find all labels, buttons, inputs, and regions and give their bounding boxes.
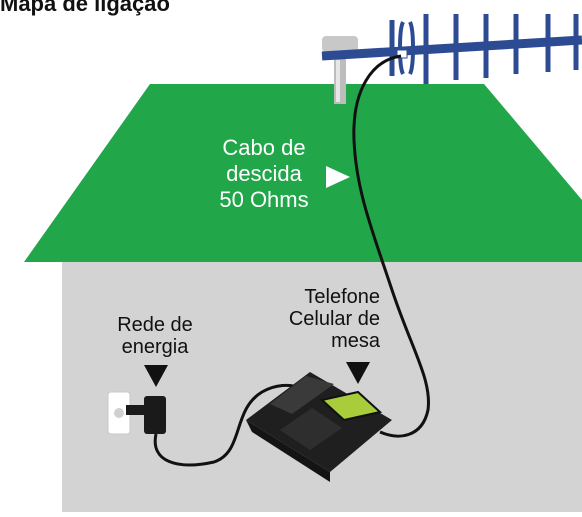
cable-label-line1: Cabo de — [222, 135, 306, 160]
power-label-line2: energia — [121, 336, 189, 358]
house-roof — [24, 84, 582, 262]
diagram-title: Mapa de ligação — [0, 0, 170, 16]
cable-label-line2: descida — [226, 161, 302, 186]
cable-label: Cabo de descida 50 Ohms — [208, 135, 320, 213]
arrow-right-icon — [326, 166, 350, 188]
desk-phone-icon — [246, 372, 392, 482]
arrow-down-icon — [144, 365, 168, 387]
power-adapter-icon — [126, 396, 166, 434]
down-cable — [352, 54, 431, 438]
phone-label-line2: Celular de — [288, 308, 380, 330]
power-cable — [153, 383, 301, 467]
phone-label: Telefone Celular de mesa — [264, 286, 380, 352]
phone-label-line3: mesa — [331, 330, 380, 352]
phone-label-line1: Telefone — [304, 286, 380, 308]
power-label: Rede de energia — [100, 314, 210, 358]
cable-label-line3: 50 Ohms — [219, 187, 309, 212]
arrow-down-icon — [346, 362, 370, 384]
antenna-mount — [322, 36, 358, 104]
power-label-line1: Rede de — [117, 314, 193, 336]
yagi-antenna-icon — [321, 14, 582, 84]
